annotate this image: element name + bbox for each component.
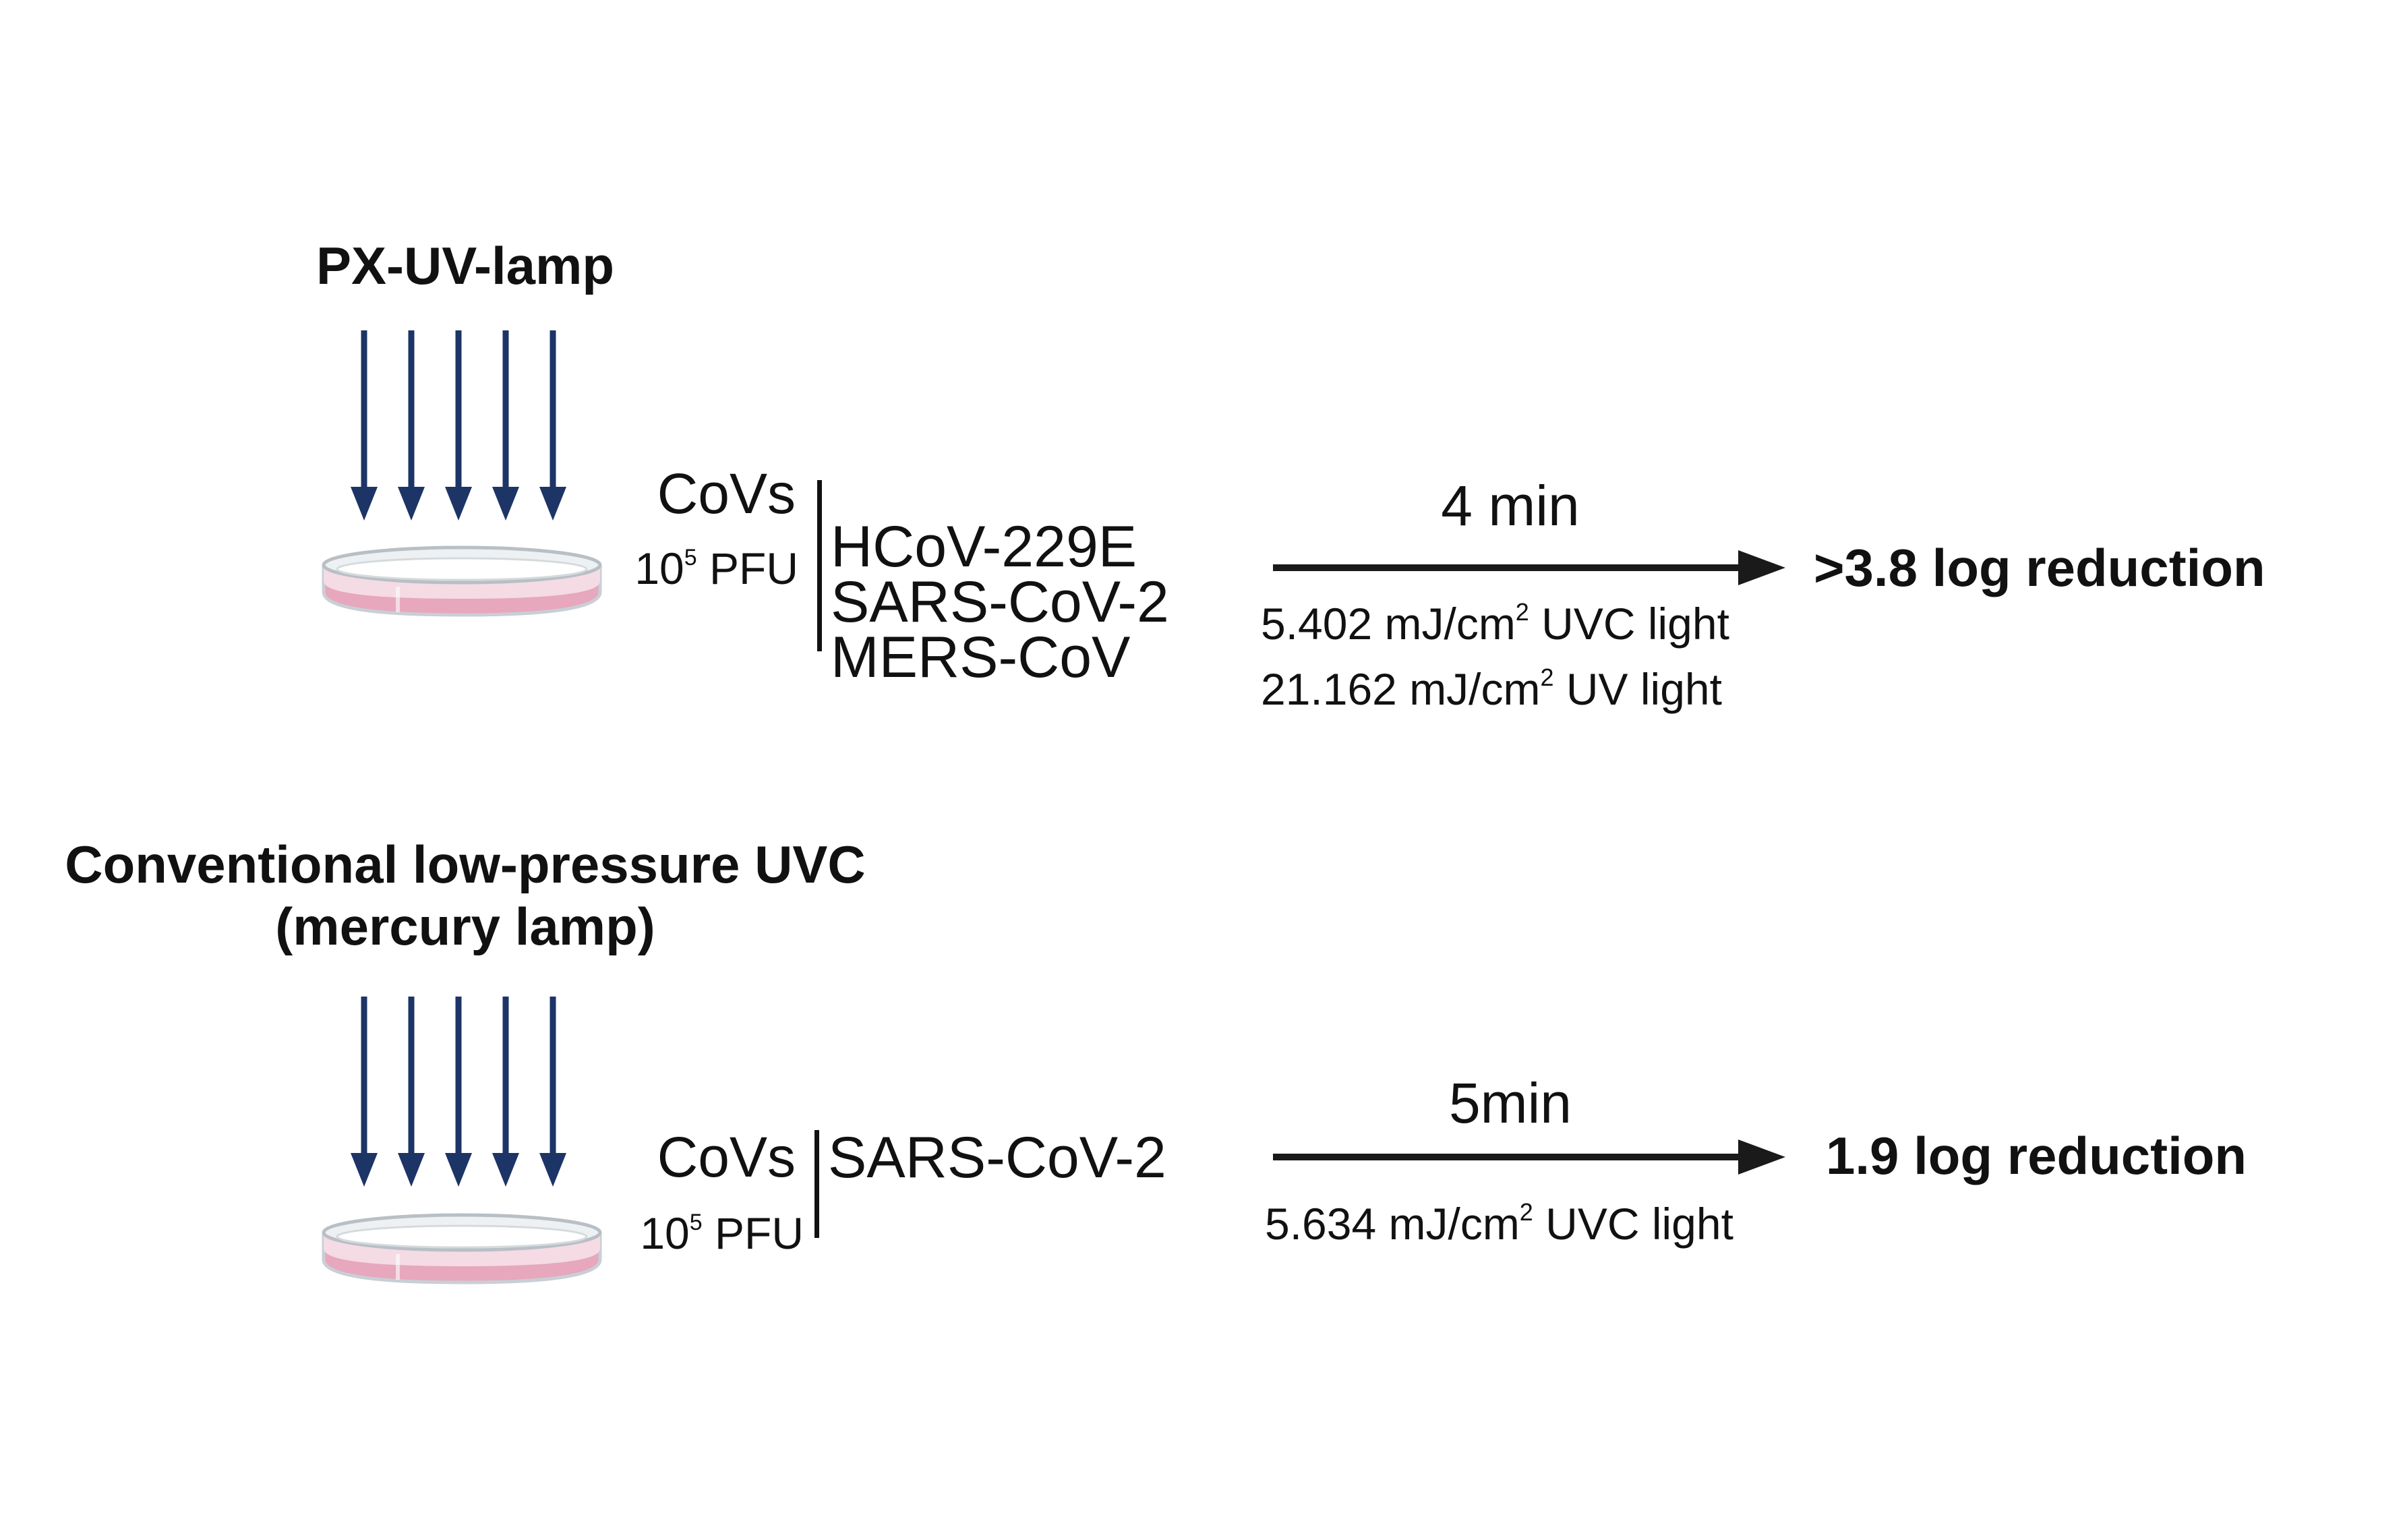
arrow-icon bbox=[398, 330, 425, 521]
arrow-icon bbox=[398, 997, 425, 1187]
petri-dish-icon bbox=[322, 1213, 602, 1284]
arrow-icon bbox=[539, 997, 566, 1187]
panel-title-line: Conventional low-pressure UVC bbox=[65, 835, 866, 894]
dose-exponent: 2 bbox=[1540, 663, 1554, 691]
pfu-base: 10 bbox=[634, 543, 684, 593]
panel-title: Conventional low-pressure UVC (mercury l… bbox=[27, 833, 903, 957]
bracket-divider bbox=[817, 480, 822, 651]
petri-dish-icon bbox=[322, 545, 602, 617]
arrow-icon bbox=[445, 330, 472, 521]
pfu-exponent: 5 bbox=[684, 545, 697, 570]
virus-name: SARS-CoV-2 bbox=[828, 1125, 1166, 1190]
result-text: >3.8 log reduction bbox=[1814, 538, 2265, 597]
panel-title-line: (mercury lamp) bbox=[275, 897, 655, 956]
dose-list: 5.402 mJ/cm2 UVC light 21.162 mJ/cm2 UV … bbox=[1261, 585, 1729, 716]
dose-line: 5.634 mJ/cm2 UVC light bbox=[1265, 1185, 1733, 1251]
covs-label: CoVs bbox=[657, 1125, 796, 1189]
pfu-unit: PFU bbox=[709, 543, 798, 593]
covs-label: CoVs bbox=[657, 462, 796, 525]
uv-light-arrows bbox=[351, 997, 566, 1187]
dose-value: 21.162 mJ/cm bbox=[1261, 664, 1541, 714]
virus-name: MERS-CoV bbox=[831, 625, 1131, 690]
result-text: 1.9 log reduction bbox=[1826, 1126, 2247, 1185]
exposure-time: 5min bbox=[1448, 1071, 1572, 1135]
uv-light-arrows bbox=[351, 330, 566, 521]
pfu-label: 105 PFU bbox=[593, 1199, 804, 1257]
dose-light: UVC light bbox=[1541, 599, 1729, 649]
dose-light: UV light bbox=[1566, 664, 1722, 714]
pfu-exponent: 5 bbox=[689, 1210, 703, 1235]
virus-name: SARS-CoV-2 bbox=[831, 570, 1169, 634]
virus-list: SARS-CoV-2 bbox=[828, 1125, 1166, 1190]
dose-value: 5.402 mJ/cm bbox=[1261, 599, 1516, 649]
bracket-divider bbox=[814, 1130, 819, 1238]
arrow-icon bbox=[445, 997, 472, 1187]
panel-title: PX-UV-lamp bbox=[196, 235, 735, 297]
arrow-icon bbox=[351, 997, 378, 1187]
panel-title-line: PX-UV-lamp bbox=[316, 236, 615, 295]
pfu-label: 105 PFU bbox=[593, 534, 798, 592]
dose-value: 5.634 mJ/cm bbox=[1265, 1199, 1520, 1249]
process-arrow bbox=[1273, 550, 1785, 585]
dose-light: UVC light bbox=[1545, 1199, 1733, 1249]
arrow-icon bbox=[492, 997, 519, 1187]
exposure-time: 4 min bbox=[1441, 474, 1580, 537]
virus-list: HCoV-229E SARS-CoV-2 MERS-CoV bbox=[831, 514, 1169, 690]
arrow-icon bbox=[351, 330, 378, 521]
pfu-base: 10 bbox=[640, 1208, 690, 1258]
pfu-unit: PFU bbox=[715, 1208, 804, 1258]
arrow-icon bbox=[492, 330, 519, 521]
virus-name: HCoV-229E bbox=[831, 514, 1137, 579]
dose-exponent: 2 bbox=[1515, 598, 1529, 626]
dose-line: 21.162 mJ/cm2 UV light bbox=[1261, 651, 1729, 716]
dose-line: 5.402 mJ/cm2 UVC light bbox=[1261, 585, 1729, 651]
process-arrow bbox=[1273, 1139, 1785, 1175]
dose-list: 5.634 mJ/cm2 UVC light bbox=[1265, 1185, 1733, 1251]
arrow-icon bbox=[539, 330, 566, 521]
dose-exponent: 2 bbox=[1519, 1198, 1533, 1226]
